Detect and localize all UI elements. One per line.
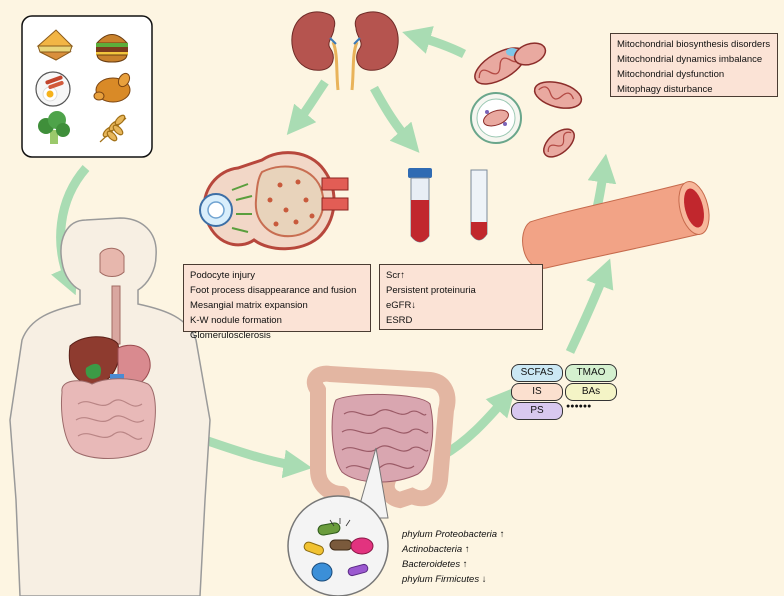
- mitochondria-icon: [470, 42, 583, 158]
- blood-marker-line: Persistent proteinuria: [386, 285, 476, 296]
- bacteria-trend: ↑: [462, 544, 470, 555]
- kidney-pair-icon: [291, 11, 399, 91]
- bacteria-item: phylum Proteobacteria ↑: [402, 527, 504, 542]
- food-panel: [21, 15, 153, 158]
- arrow-kidney-to-blood: [370, 85, 420, 153]
- arrow-kidney-to-glomerulus: [286, 79, 329, 136]
- bacteria-name: Bacteroidetes: [402, 559, 461, 570]
- blood-marker-line: Scr↑: [386, 270, 405, 281]
- sandwich-icon: [36, 29, 74, 61]
- metabolite-ps: PS: [511, 402, 563, 420]
- metabolite-is: IS: [511, 383, 563, 401]
- bacteria-item: phylum Firmicutes ↓: [402, 572, 504, 587]
- intestine-icon: [306, 365, 456, 509]
- mito-disorder-line: Mitophagy disturbance: [617, 84, 713, 95]
- roast-chicken-icon: [93, 72, 131, 103]
- kidney-pathology-line: Mesangial matrix expansion: [190, 300, 308, 311]
- bacteria-name: phylum Proteobacteria: [402, 529, 498, 540]
- human-body-icon: [9, 217, 211, 596]
- metabolite-scfas: SCFAS: [511, 364, 563, 382]
- mito-disorder-line: Mitochondrial biosynthesis disorders: [617, 39, 771, 50]
- blood-marker-line: eGFR↓: [386, 300, 417, 311]
- glomerulus-icon: [199, 151, 349, 251]
- bacteria-trend: ↑: [460, 559, 468, 570]
- bacteria-item: Bacteroidetes ↑: [402, 557, 504, 572]
- kidney-pathology-line: Foot process disappearance and fusion: [190, 285, 357, 296]
- kidney-pathology-line: K-W nodule formation: [190, 315, 282, 326]
- arrow-metabolites-to-vessel: [565, 258, 614, 354]
- more-metabolites-symbol: ●●●●●●: [566, 403, 592, 410]
- kidney-pathology-box: Podocyte injury Foot process disappearan…: [183, 264, 371, 341]
- bacteria-item: Actinobacteria ↑: [402, 542, 504, 557]
- blood-marker-line: ESRD: [386, 315, 413, 326]
- blood-vessel-icon: [522, 181, 710, 269]
- mito-disorder-line: Mitochondrial dysfunction: [617, 69, 725, 80]
- bacteria-trend: ↑: [497, 529, 505, 540]
- blood-markers-box: Scr↑ Persistent proteinuria eGFR↓ ESRD: [379, 264, 543, 330]
- arrow-body-to-gut: [203, 435, 313, 479]
- mito-disorder-line: Mitochondrial dynamics imbalance: [617, 54, 763, 65]
- arrow-mito-to-kidney: [402, 26, 467, 59]
- kidney-pathology-line: Podocyte injury: [190, 270, 255, 281]
- bacteria-name: Actinobacteria: [402, 544, 463, 555]
- mitochondrial-disorders-box: Mitochondrial biosynthesis disorders Mit…: [610, 33, 778, 97]
- burger-icon: [95, 34, 129, 63]
- broccoli-icon: [38, 111, 70, 144]
- bacteria-name: phylum Firmicutes: [402, 574, 480, 585]
- metabolite-tmao: TMAO: [565, 364, 617, 382]
- bacteria-circle-icon: [287, 447, 389, 596]
- wheat-icon: [99, 114, 127, 143]
- breakfast-plate-icon: [35, 71, 71, 107]
- blood-tubes-icon: [408, 168, 488, 243]
- bacteria-trend: ↓: [479, 574, 487, 585]
- kidney-pathology-line: Glomerulosclerosis: [190, 330, 271, 341]
- bacteria-changes-list: phylum Proteobacteria ↑ Actinobacteria ↑…: [402, 527, 504, 587]
- metabolite-bas: BAs: [565, 383, 617, 401]
